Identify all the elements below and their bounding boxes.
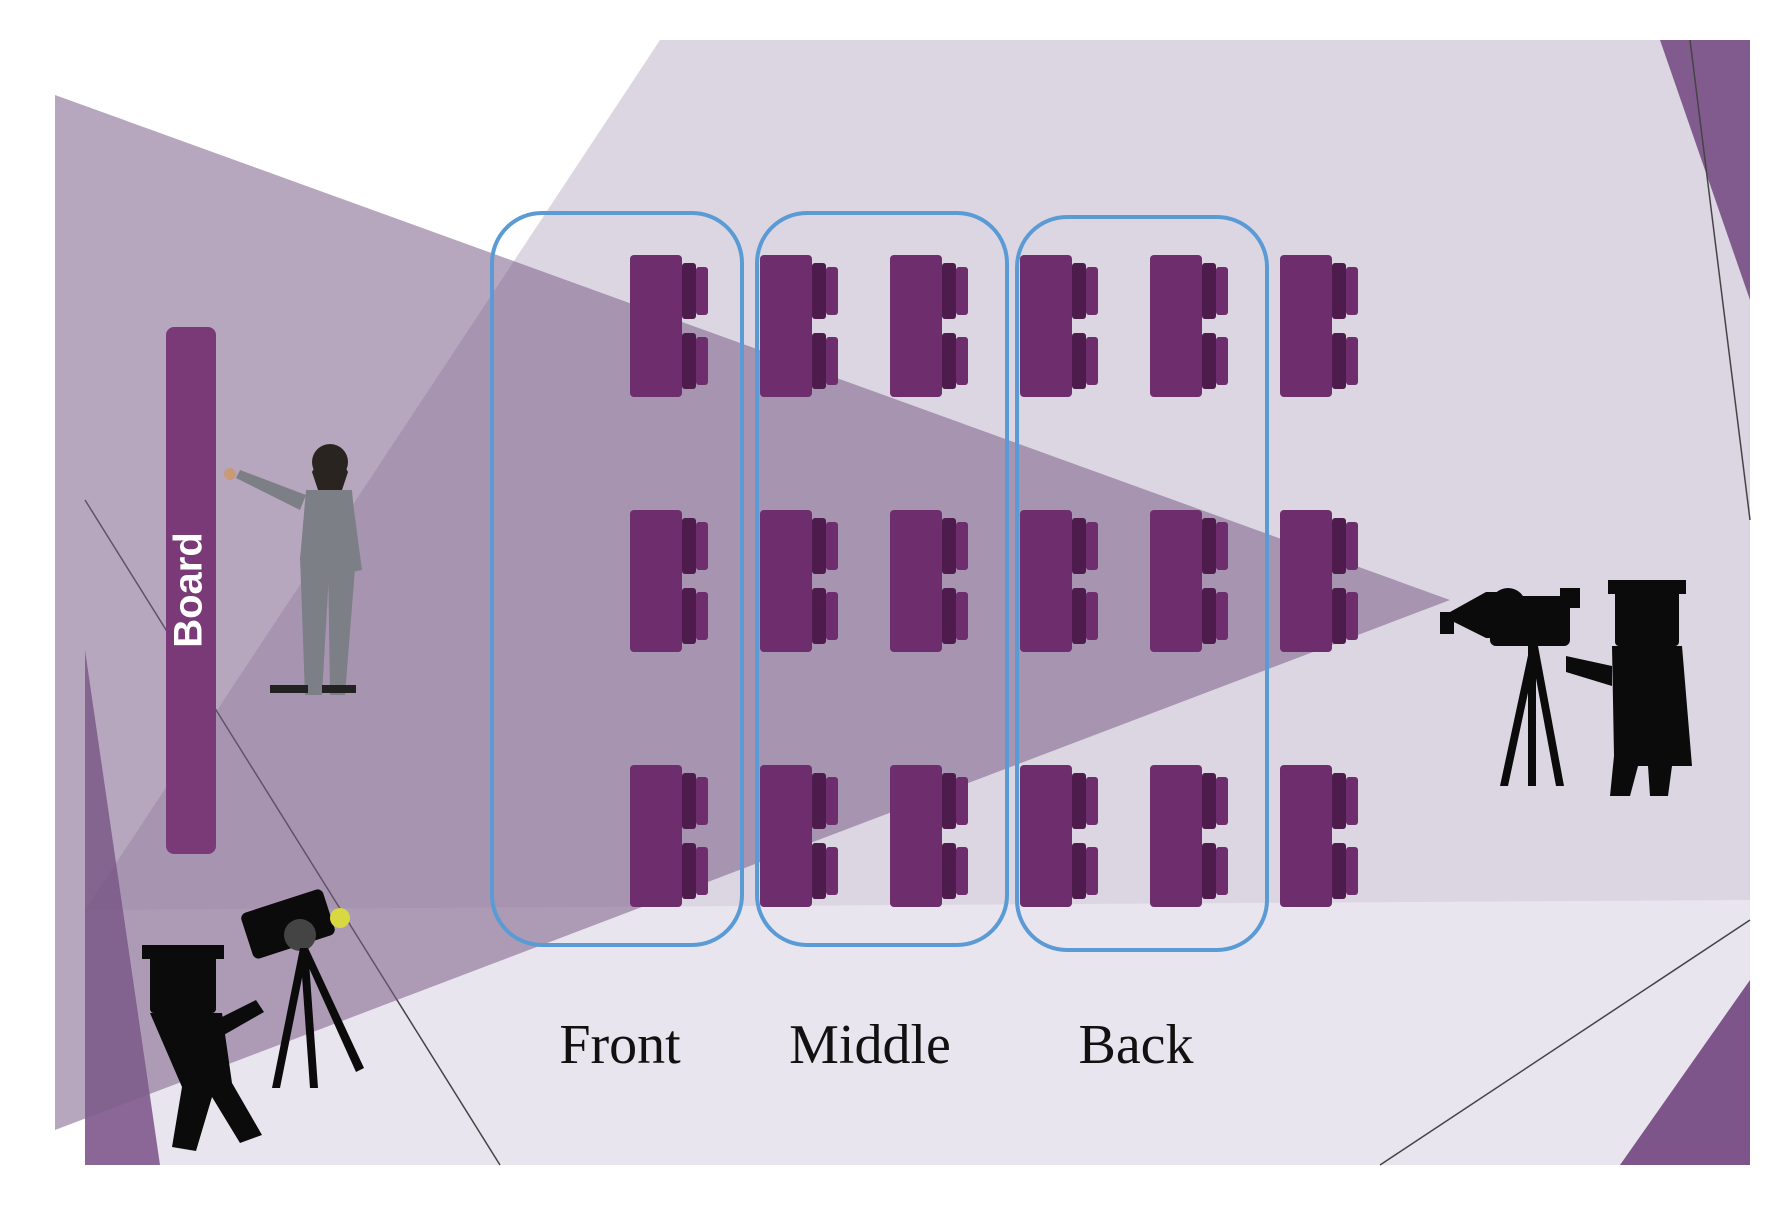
zone-outline-front (490, 211, 744, 947)
desk-icon (760, 255, 838, 397)
desk-icon (890, 510, 968, 652)
camera-operator-icon-right (1440, 580, 1692, 796)
desk-icon (1020, 765, 1098, 907)
desk-icon (1150, 765, 1228, 907)
desk-grid (630, 255, 1358, 907)
camera-view-cones (55, 95, 1450, 1130)
desk-icon (1020, 255, 1098, 397)
board-label: Board (167, 532, 211, 648)
desk-icon (630, 765, 708, 907)
desk-icon (890, 765, 968, 907)
zone-label-front: Front (559, 1014, 681, 1076)
desk-icon (630, 255, 708, 397)
camera-operator-icon-bottom-left (142, 889, 364, 1151)
board: Board (166, 327, 216, 854)
desk-icon (1280, 765, 1358, 907)
zone-outlines (490, 211, 1269, 952)
zone-label-middle: Middle (789, 1014, 951, 1076)
desk-icon (630, 510, 708, 652)
zone-label-back: Back (1078, 1014, 1193, 1076)
zone-labels: Front Middle Back (559, 1014, 1193, 1076)
zone-outline-back (1015, 215, 1269, 952)
desk-icon (760, 765, 838, 907)
desk-icon (1150, 255, 1228, 397)
desk-icon (1280, 510, 1358, 652)
zone-outline-middle (755, 211, 1009, 947)
desk-icon (760, 510, 838, 652)
desk-icon (890, 255, 968, 397)
teacher-figure-icon (224, 444, 362, 695)
desk-icon (1020, 510, 1098, 652)
desk-icon (1280, 255, 1358, 397)
desk-icon (1150, 510, 1228, 652)
